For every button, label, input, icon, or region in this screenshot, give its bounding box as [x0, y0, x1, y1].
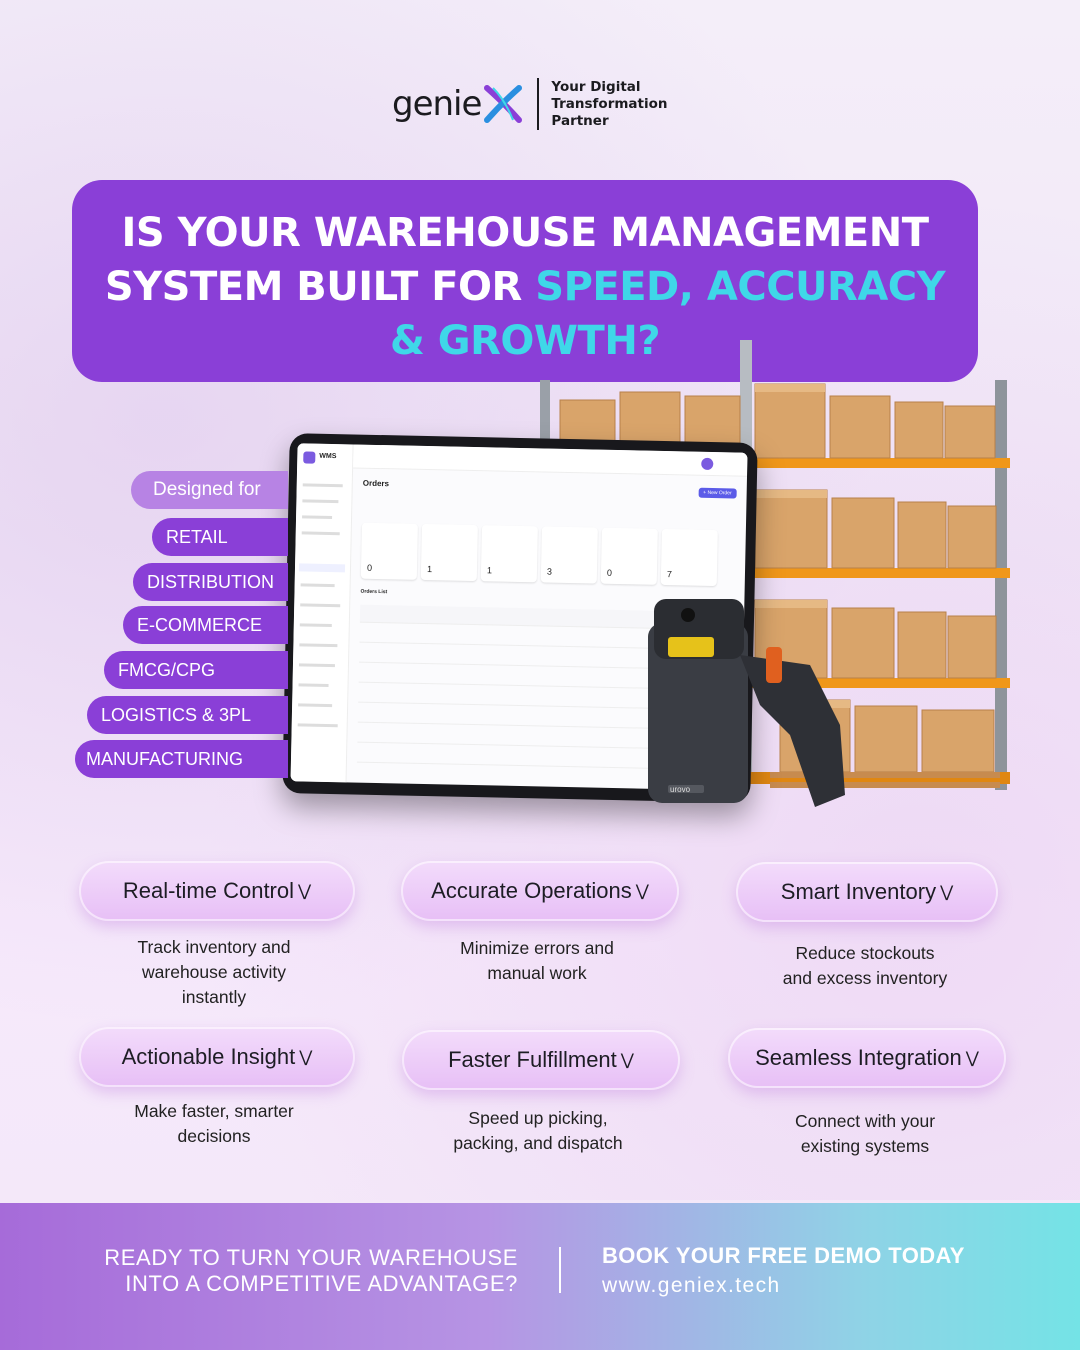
nav-placeholder — [302, 499, 339, 504]
stat-card: 3 — [540, 526, 598, 584]
chevron-down-icon: ⋁ — [299, 1049, 313, 1066]
feature-seamless-integration[interactable]: Seamless Integration⋁ — [728, 1028, 1006, 1088]
orders-page-title: Orders — [362, 478, 390, 489]
chevron-down-icon: ⋁ — [965, 1050, 979, 1067]
footer-divider — [559, 1247, 561, 1293]
scanner-brand-label: urovo — [670, 785, 691, 794]
segment-fmcg-cpg: FMCG/CPG — [104, 651, 288, 689]
nav-placeholder — [299, 643, 338, 648]
nav-placeholder — [298, 703, 333, 708]
feature-smart-inventory[interactable]: Smart Inventory⋁ — [736, 862, 998, 922]
orders-list-title: Orders List — [360, 588, 388, 596]
chevron-down-icon: ⋁ — [635, 883, 649, 900]
nav-placeholder — [300, 603, 341, 608]
chevron-down-icon: ⋁ — [298, 883, 312, 900]
nav-placeholder — [299, 623, 332, 628]
nav-active-item[interactable] — [298, 563, 346, 573]
feature-actionable-insight[interactable]: Actionable Insight⋁ — [79, 1027, 355, 1087]
logo-divider — [537, 78, 540, 130]
nav-placeholder — [300, 583, 335, 588]
stat-card: 0 — [360, 522, 418, 580]
nav-placeholder — [298, 683, 329, 688]
segment-distribution: DISTRIBUTION — [133, 563, 288, 601]
stat-card: 1 — [480, 525, 538, 583]
nav-placeholder — [302, 483, 343, 488]
brand-logo[interactable]: genie Your Digital Transformation Partne… — [392, 78, 668, 130]
headline-line-3: & GROWTH? — [389, 318, 661, 364]
footer-banner: READY TO TURN YOUR WAREHOUSE INTO A COMP… — [0, 1203, 1080, 1350]
logo-wordmark: genie — [392, 84, 482, 124]
app-logo-icon — [303, 451, 316, 464]
nav-placeholder — [302, 515, 333, 520]
handheld-scanner-illustration: urovo — [648, 599, 845, 807]
nav-placeholder — [298, 663, 335, 668]
nav-placeholder — [301, 531, 340, 536]
tablet-sidebar: WMS — [290, 443, 354, 783]
website-link[interactable]: www.geniex.tech — [602, 1274, 781, 1297]
stat-card: 7 — [660, 528, 718, 587]
segment-logistics-3pl: LOGISTICS & 3PL — [87, 696, 288, 734]
chevron-down-icon: ⋁ — [620, 1052, 634, 1069]
designed-for-label: Designed for — [131, 471, 288, 509]
headline-line-1: IS YOUR WAREHOUSE MANAGEMENT — [121, 210, 929, 256]
feature-faster-fulfillment[interactable]: Faster Fulfillment⋁ — [402, 1030, 680, 1090]
logo-x-icon — [484, 85, 523, 123]
app-name: WMS — [319, 452, 337, 461]
stat-card: 0 — [600, 527, 658, 585]
chevron-down-icon: ⋁ — [940, 884, 954, 901]
footer-question: READY TO TURN YOUR WAREHOUSE INTO A COMP… — [104, 1245, 518, 1296]
segment-retail: RETAIL — [152, 518, 288, 556]
nav-placeholder — [297, 723, 338, 728]
book-demo-cta[interactable]: BOOK YOUR FREE DEMO TODAY — [602, 1243, 965, 1268]
feature-faster-desc: Speed up picking,packing, and dispatch — [453, 1108, 623, 1153]
tablet-topbar — [353, 444, 748, 477]
headline-banner: IS YOUR WAREHOUSE MANAGEMENT SYSTEM BUIL… — [72, 180, 978, 382]
feature-realtime-control[interactable]: Real-time Control⋁ — [79, 861, 355, 921]
new-order-button[interactable]: + New Order — [698, 487, 737, 499]
stat-card: 1 — [420, 523, 478, 582]
segment-ecommerce: E-COMMERCE — [123, 606, 288, 644]
headline-line-2: SYSTEM BUILT FOR SPEED, ACCURACY — [104, 264, 946, 310]
feature-accurate-operations[interactable]: Accurate Operations⋁ — [401, 861, 679, 921]
segment-manufacturing: MANUFACTURING — [75, 740, 288, 778]
logo-tagline: Your Digital Transformation Partner — [551, 78, 668, 129]
footer-cta-block: BOOK YOUR FREE DEMO TODAY www.geniex.tec… — [602, 1243, 965, 1298]
avatar[interactable] — [701, 457, 714, 471]
